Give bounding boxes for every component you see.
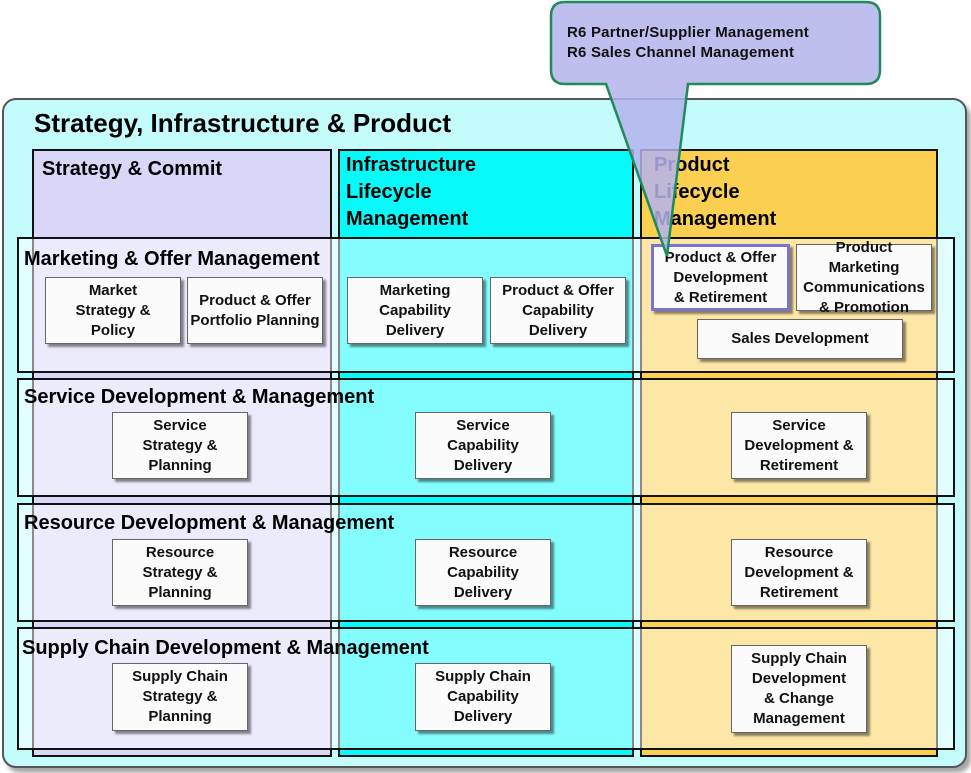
- box-line: Planning: [148, 708, 212, 725]
- box-line: Development &: [744, 563, 854, 581]
- column-header-line: Lifecycle: [346, 181, 432, 203]
- box-line: Supply Chain: [435, 668, 531, 685]
- box-line: Product & Offer: [664, 248, 777, 266]
- box-line: Communications: [803, 278, 925, 296]
- box-line: Market: [88, 281, 138, 299]
- box-line: Development: [751, 670, 847, 687]
- box-line: Portfolio Planning: [190, 311, 320, 329]
- box-line: Capability: [379, 301, 451, 319]
- column-header-strategy: Strategy & Commit: [42, 158, 223, 180]
- box-line: Resource: [448, 543, 518, 561]
- box-line: Capability: [447, 436, 519, 454]
- box-line: Delivery: [385, 321, 445, 339]
- box-line: Service: [153, 416, 207, 434]
- diagram-title: Strategy, Infrastructure & Product: [34, 108, 452, 138]
- box-line: Strategy &: [142, 436, 218, 454]
- column-header-product: Product Lifecycle Management: [654, 152, 776, 233]
- box-line: Sales Development: [731, 330, 869, 347]
- box-line: Marketing: [379, 281, 451, 299]
- box-line: Planning: [148, 456, 212, 474]
- box-line: Delivery: [453, 583, 513, 601]
- box-line: Policy: [90, 321, 136, 339]
- box-line: Capability: [447, 563, 519, 581]
- callout-line-partner-supplier: R6 Partner/Supplier Management: [567, 24, 809, 41]
- box-line: & Change: [763, 690, 834, 707]
- row-header-supply: Supply Chain Development & Management: [22, 637, 429, 659]
- row-header-marketing: Marketing & Offer Management: [24, 248, 320, 270]
- box-line: Capability Delivery: [522, 301, 594, 339]
- column-header-infrastructure: Infrastructure Lifecycle Management: [346, 152, 476, 233]
- box-line: & Promotion: [819, 298, 909, 316]
- box-line: Service: [772, 416, 826, 434]
- box-line: Development &: [744, 436, 854, 454]
- box-line: & Retirement: [673, 288, 768, 306]
- box-line: Retirement: [759, 583, 839, 601]
- column-header-line: Management: [654, 208, 777, 230]
- box-line: Resource: [145, 543, 215, 561]
- column-header-line: Infrastructure: [346, 154, 477, 176]
- column-header-line: Lifecycle: [654, 181, 740, 203]
- column-header-line: Product: [654, 154, 730, 176]
- box-line: Supply Chain: [751, 650, 847, 667]
- box-line: Strategy &: [142, 563, 218, 581]
- box-line: Product Marketing: [828, 238, 900, 276]
- callout-line-sales-channel: R6 Sales Channel Management: [567, 44, 795, 61]
- box-line: Planning: [148, 583, 212, 601]
- row-header-resource: Resource Development & Management: [24, 512, 395, 534]
- box-line: Management: [753, 710, 845, 727]
- box-line: Strategy &: [142, 688, 218, 705]
- box-sales-development[interactable]: Sales Development: [697, 319, 903, 359]
- box-line: Product & Offer: [502, 281, 614, 299]
- box-line: Product & Offer: [199, 291, 311, 309]
- box-line: Delivery: [453, 456, 513, 474]
- box-line: Capability: [447, 688, 519, 705]
- box-line: Supply Chain: [132, 668, 228, 685]
- column-header-line: Management: [346, 208, 469, 230]
- box-line: Service: [456, 416, 510, 434]
- box-line: Retirement: [759, 456, 839, 474]
- row-header-service: Service Development & Management: [24, 386, 375, 408]
- box-line: Resource: [764, 543, 834, 561]
- box-line: Strategy &: [75, 301, 151, 319]
- box-line: Development: [673, 268, 768, 286]
- box-line: Delivery: [453, 708, 513, 725]
